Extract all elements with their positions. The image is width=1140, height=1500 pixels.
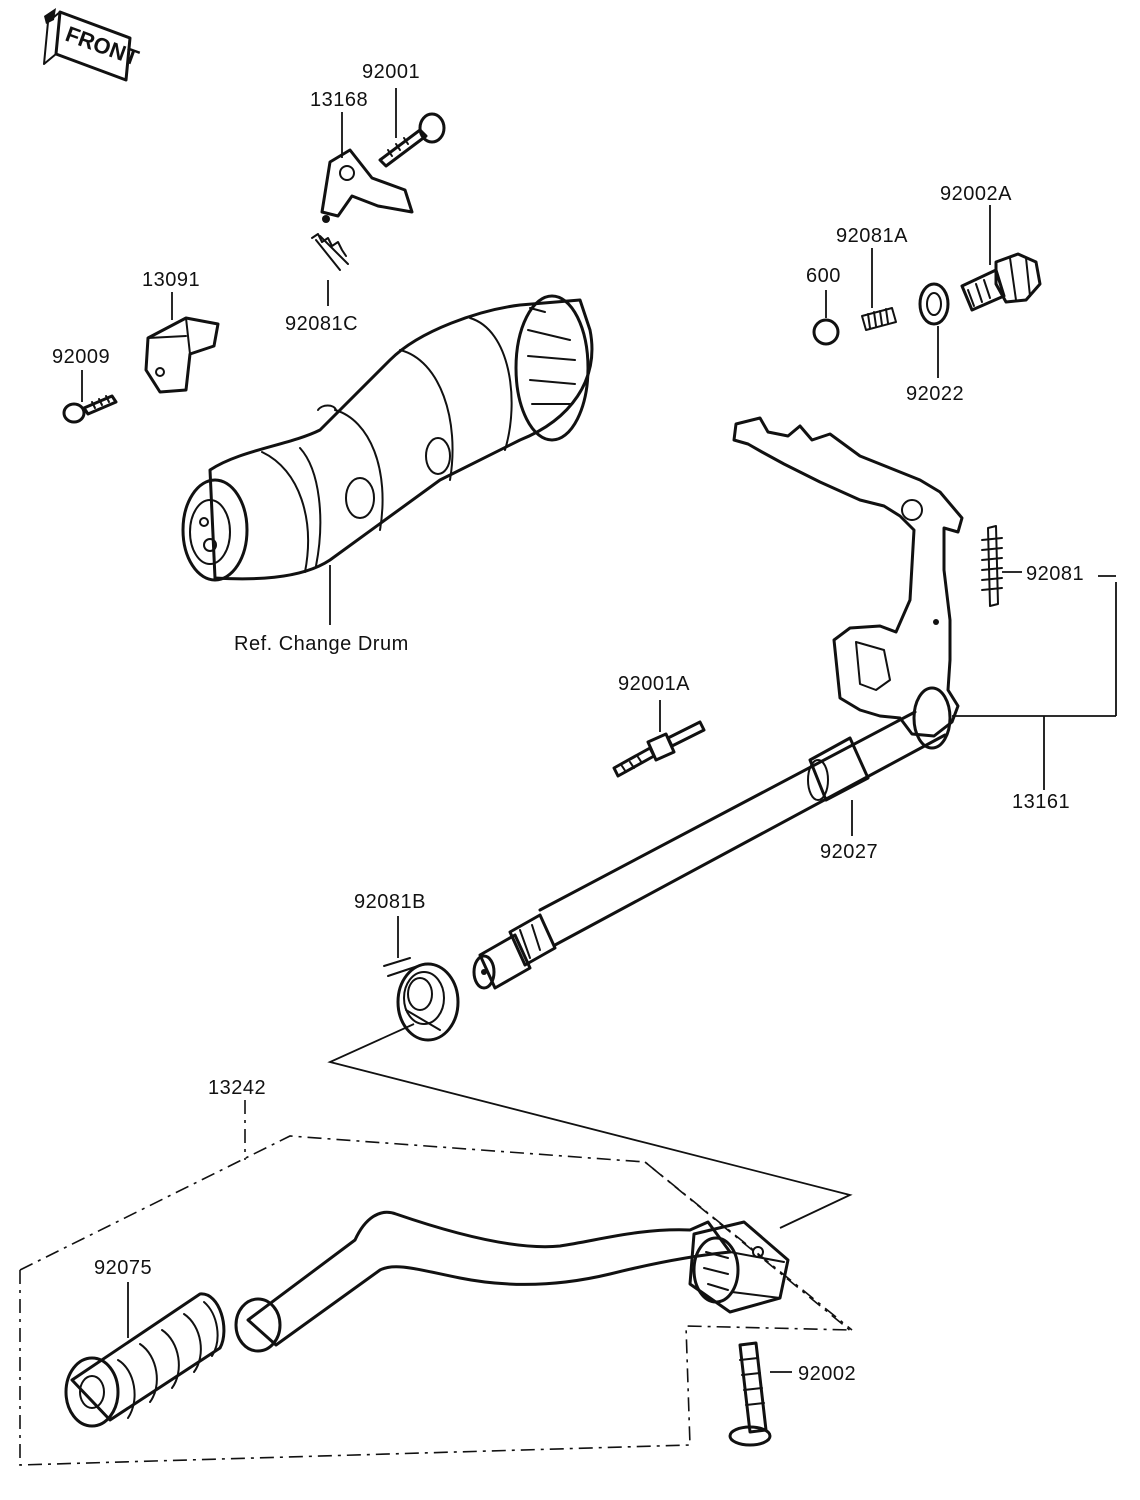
- ball-600: [812, 290, 840, 346]
- label-92081B: 92081B: [354, 891, 426, 913]
- label-92001: 92001: [362, 61, 420, 83]
- plate-13168: [320, 112, 414, 223]
- screw-92009: [62, 370, 118, 424]
- assembly-leaders: [19, 1023, 853, 1466]
- label-13161: 13161: [1012, 791, 1070, 813]
- label-ref-change-drum: Ref. Change Drum: [234, 633, 409, 655]
- label-92022: 92022: [906, 383, 964, 405]
- label-92009: 92009: [52, 346, 110, 368]
- part-labels: 92001 13168 92081C 13091 92009 Ref. Chan…: [52, 61, 1084, 1385]
- spring-92081C: [311, 233, 349, 306]
- label-92002: 92002: [798, 1363, 856, 1385]
- label-13091: 13091: [142, 269, 200, 291]
- change-drum: [181, 294, 594, 625]
- shift-shaft-13161: [472, 416, 1117, 990]
- label-92081A: 92081A: [836, 225, 908, 247]
- label-92081: 92081: [1026, 563, 1084, 585]
- rubber-92075: [64, 1282, 226, 1428]
- pin-92001A: [612, 700, 706, 778]
- label-92027: 92027: [820, 841, 878, 863]
- bolt-92002: [728, 1341, 792, 1447]
- stopper-13091: [144, 292, 220, 394]
- label-600: 600: [806, 265, 841, 287]
- spring-92081A: [861, 248, 897, 331]
- bolt-92001: [378, 88, 446, 168]
- shift-pedal-13242: [234, 1210, 790, 1353]
- label-13168: 13168: [310, 89, 368, 111]
- label-13242: 13242: [208, 1077, 266, 1099]
- spring-92081B: [383, 916, 460, 1042]
- front-badge: FRONT: [43, 8, 143, 82]
- plug-92002A: [960, 205, 1042, 312]
- label-92001A: 92001A: [618, 673, 690, 695]
- label-92075: 92075: [94, 1257, 152, 1279]
- washer-92022: [918, 282, 950, 378]
- spring-92081: [981, 525, 1022, 607]
- label-92081C: 92081C: [285, 313, 358, 335]
- label-92002A: 92002A: [940, 183, 1012, 205]
